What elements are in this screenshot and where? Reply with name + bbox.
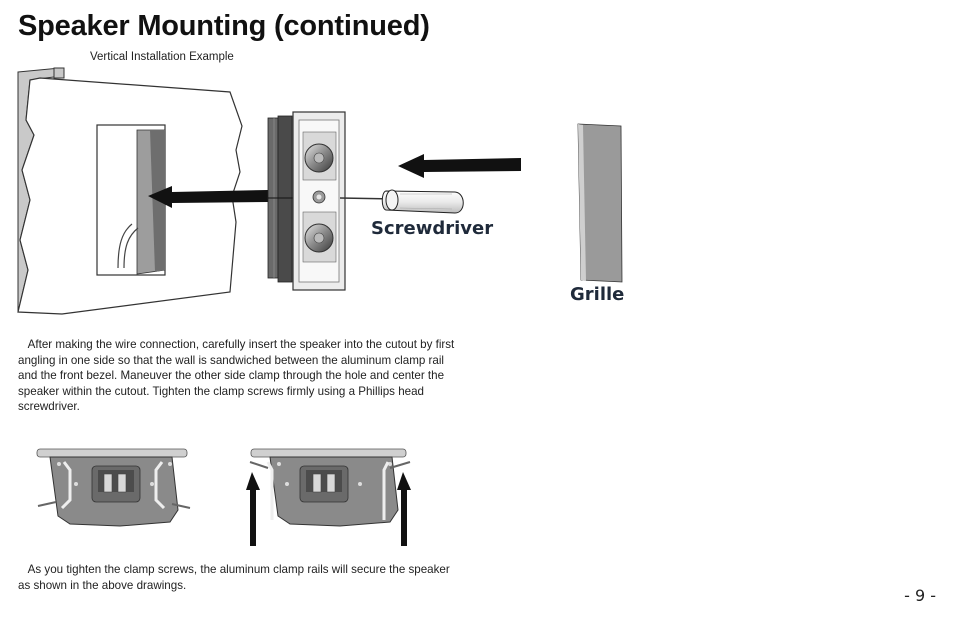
figure-caption: Vertical Installation Example (90, 51, 234, 63)
clamp-note-paragraph: As you tighten the clamp screws, the alu… (18, 562, 458, 593)
instruction-paragraph: After making the wire connection, carefu… (18, 337, 458, 415)
speaker-side-profile (267, 115, 300, 283)
screwdriver-icon (339, 189, 464, 214)
page-title: Speaker Mounting (continued) (18, 10, 430, 42)
screwdriver-label: Screwdriver (371, 218, 494, 239)
arrow-left-icon (398, 154, 521, 178)
page-number: - 9 - (904, 586, 936, 605)
grille-label: Grille (570, 284, 625, 305)
arrow-up-icon (397, 472, 411, 546)
speaker-front (292, 111, 346, 291)
wall-section (17, 67, 243, 315)
clamp-diagram-before (36, 448, 191, 527)
instruction-text: After making the wire connection, carefu… (18, 338, 455, 413)
arrow-left-icon (148, 186, 268, 208)
clamp-note-text: As you tighten the clamp screws, the alu… (18, 563, 450, 592)
grille-panel (577, 123, 623, 283)
clamp-diagram-after (246, 448, 411, 546)
arrow-up-icon (246, 472, 260, 546)
